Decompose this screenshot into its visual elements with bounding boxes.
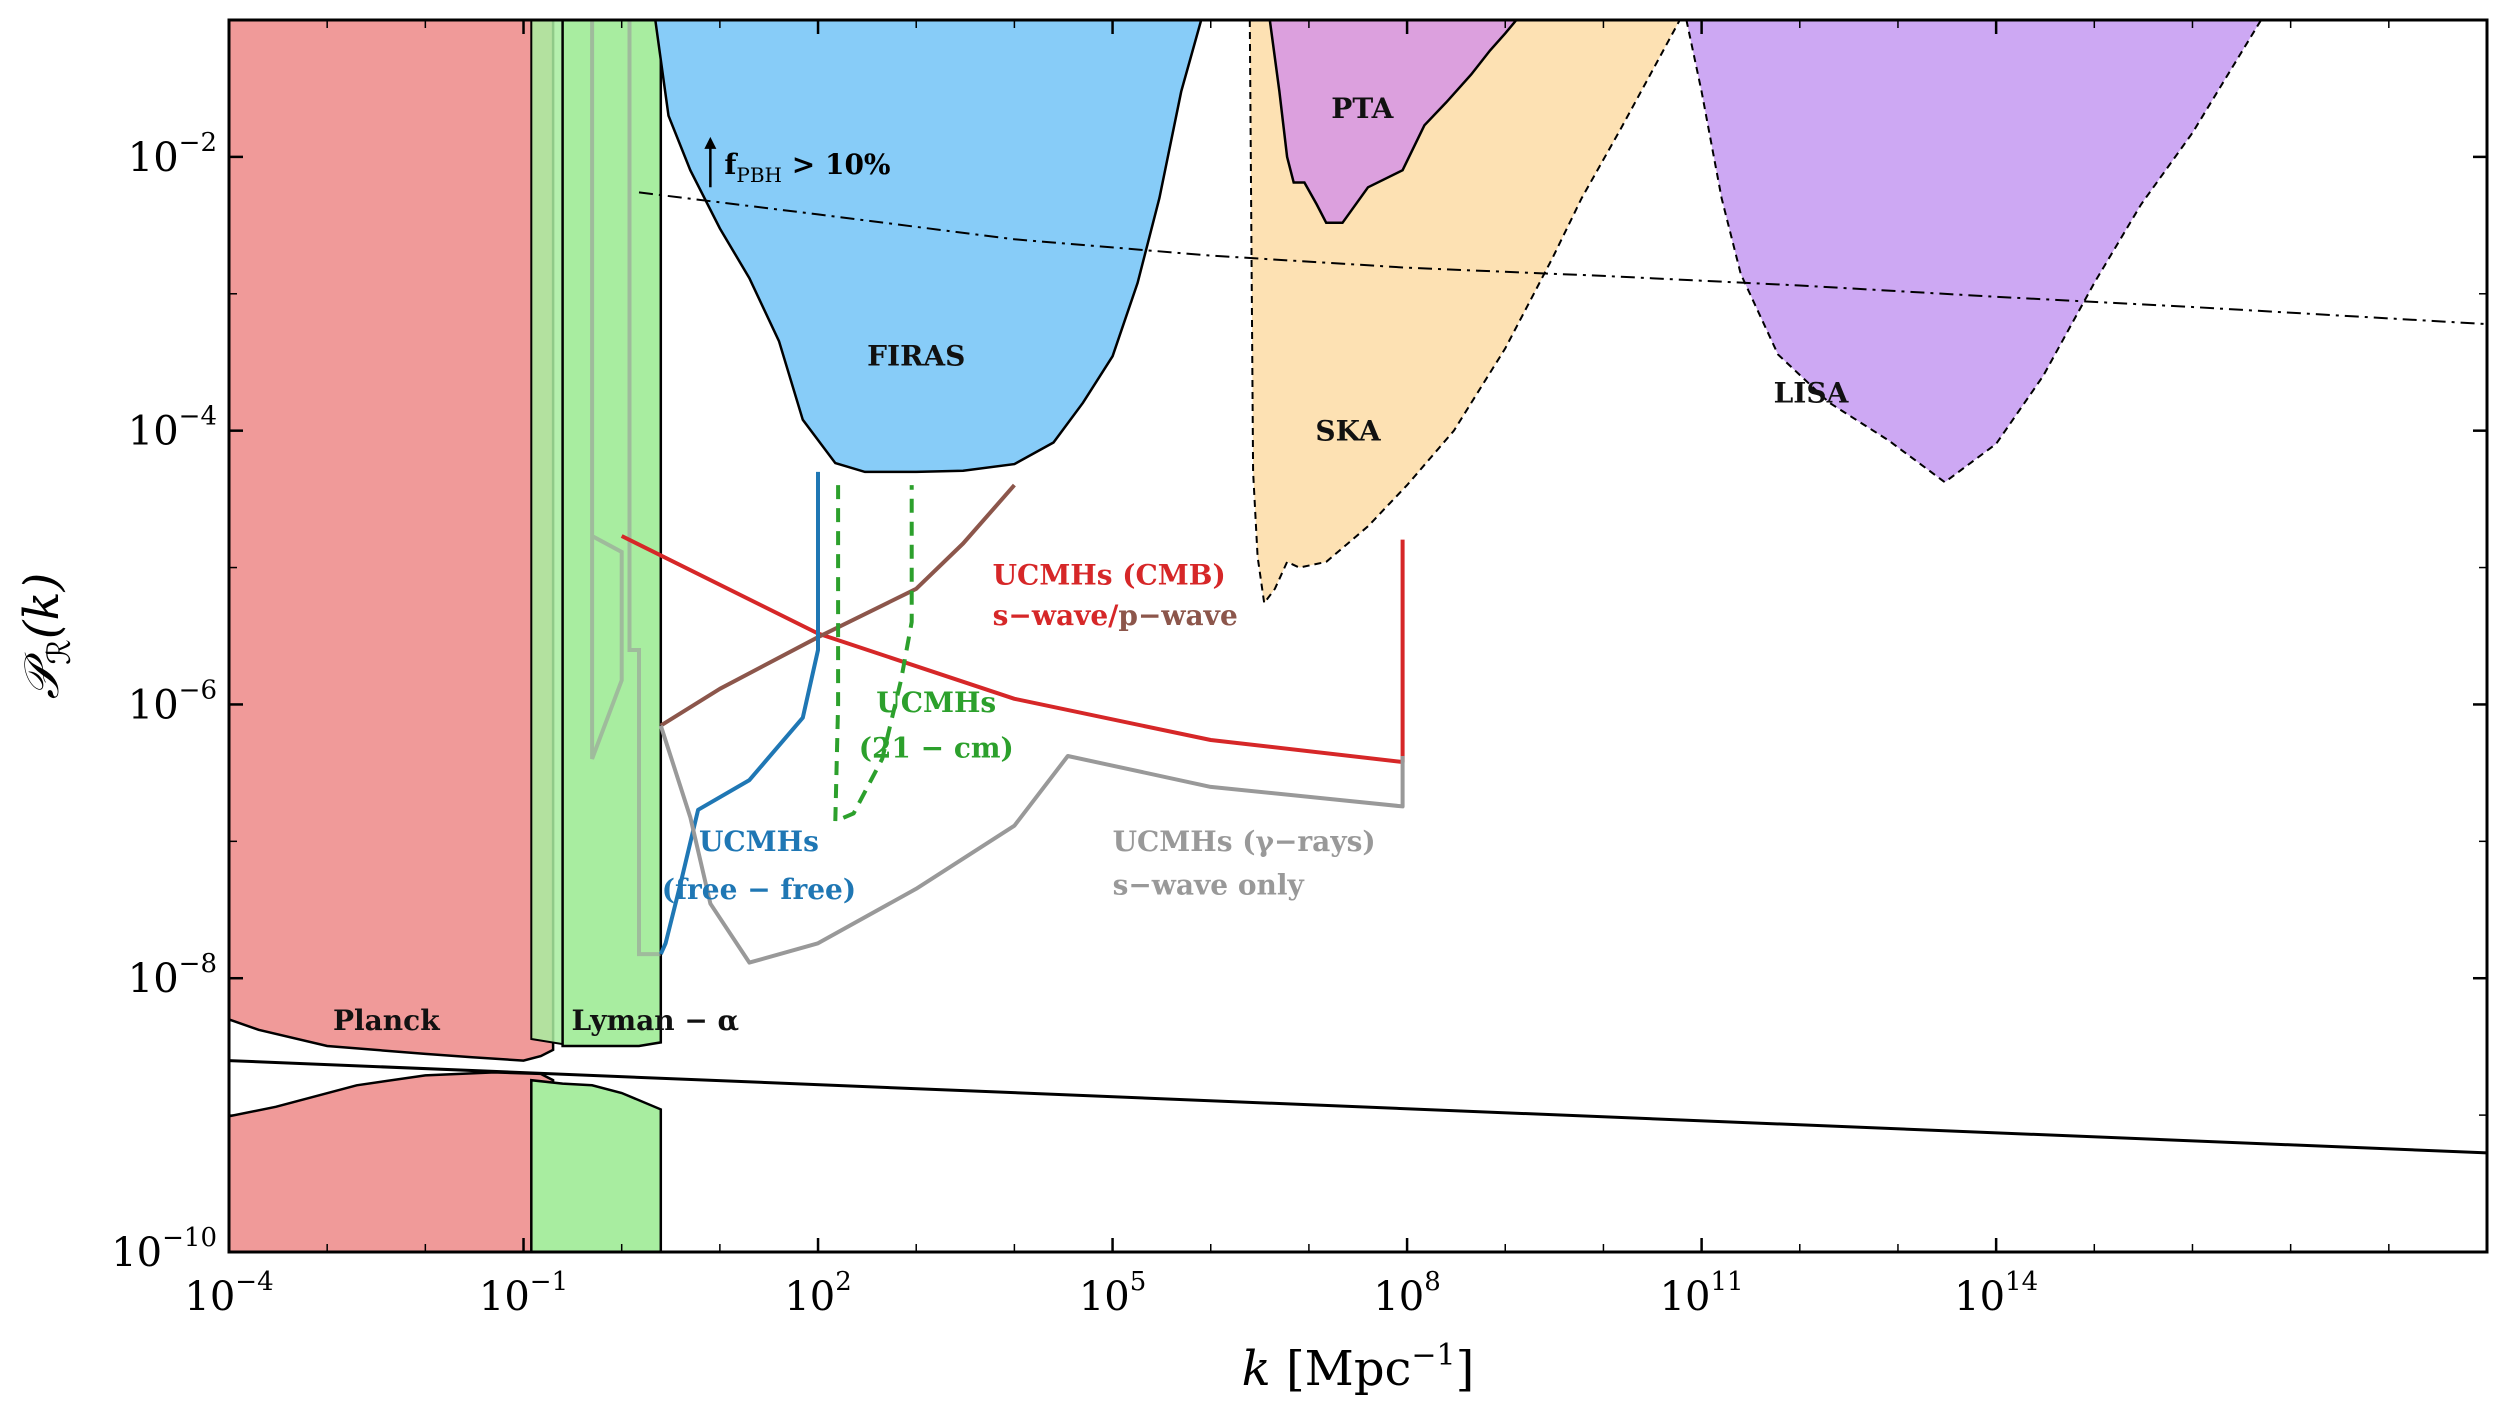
series-line-4 [658,724,1405,965]
x-tick-label: 10−1 [479,1267,568,1320]
lisa-label: LISA [1774,377,1850,410]
lisa-boundary [1685,20,2262,484]
y-tick-label: 10−2 [128,128,217,181]
y-tick-label: 10−8 [128,949,217,1002]
lyman-label: Lyman − α [572,1004,740,1037]
x-tick-label: 10−4 [184,1267,273,1320]
firas-region [655,20,1202,472]
cm21-label-line1: UCMHs [876,686,996,719]
cmb-label-line1: UCMHs (CMB) [993,559,1226,592]
firas-label: FIRAS [867,339,965,372]
y-tick-label: 10−4 [128,402,217,455]
firas-boundary [654,20,1203,474]
pta-label: PTA [1331,92,1394,125]
x-tick-label: 105 [1079,1267,1146,1320]
x-tick-label: 1011 [1660,1267,1744,1320]
fpbh-label: fPBH > 10% [724,148,890,187]
x-tick-label: 108 [1373,1267,1440,1320]
cm21-label-line2: (21 − cm) [859,731,1014,764]
lyman-upper-region-b [561,20,663,1048]
pta-region [1269,20,1517,223]
planck-label: Planck [333,1004,440,1037]
lyman-upper-region-a [530,20,564,1046]
plot-area [229,20,2487,1252]
cmb-label-line2: s−wave/p−wave [993,599,1238,632]
x-tick-label: 102 [784,1267,851,1320]
ff-label-line2: (free − free) [662,873,856,906]
gamma-label-line1: UCMHs (γ−rays) [1113,825,1376,858]
ska-label: SKA [1315,414,1381,447]
planck-upper-region [229,20,555,1062]
y-tick-label: 10−10 [111,1223,217,1276]
x-tick-label: 1014 [1954,1267,2038,1320]
series-line-0 [620,534,1405,764]
gray-overlay-line-0 [590,20,624,760]
series-line-7 [638,191,2487,326]
axes: 10−4 10−1 102 105 108 1011 1014 10−2 10−4 10−6 10−… [14,19,2488,1397]
y-tick-label: 10−6 [128,675,217,728]
ska-boundary [1248,20,1681,606]
lisa-region [1686,20,2262,483]
series-line-1 [659,483,1016,728]
gray-overlay-line-1 [627,20,661,957]
y-axis-title: 𝒫ℛ(k) [14,573,78,700]
pta-boundary [1268,20,1518,225]
series-line-6 [229,1059,2487,1155]
lyman-lower-region [530,1078,663,1252]
series-line-2 [658,471,820,955]
fpbh-arrow-head [704,136,717,149]
region-labels: Planck Lyman − α FIRAS PTA SKA LISA fPBH > 10%… [333,92,1850,1037]
gamma-label-line2: s−wave only [1113,868,1305,901]
ff-label-line1: UCMHs [699,825,819,858]
x-axis-title: k [Mpc−1] [1242,1338,1475,1397]
series-line-3 [833,485,914,824]
plot-frame [227,18,2489,1254]
